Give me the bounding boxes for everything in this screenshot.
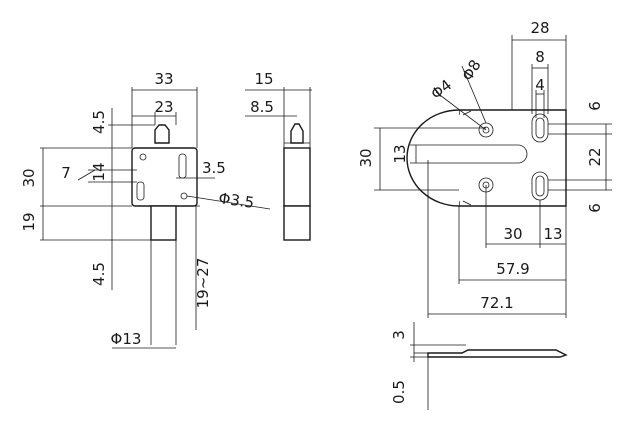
dim-plate-57-9: 57.9	[496, 260, 529, 278]
plate-profile: 3 0.5	[390, 322, 568, 410]
plate-rounded-edge	[406, 109, 460, 207]
side-body	[283, 147, 311, 207]
dim-front-inner-width: 23	[154, 98, 173, 116]
dim-plate-phi-8: Φ8	[458, 56, 485, 84]
dim-plate-8: 8	[535, 48, 545, 66]
plate-center-slot	[440, 144, 528, 164]
plate-slot-bottom-inner	[535, 175, 545, 197]
front-pin-tip	[154, 124, 170, 144]
front-view: 33 23 4.5 30 14 7 19 4.5 3.5 Φ3.5 19~27 …	[20, 70, 271, 349]
dim-front-phi-3-5: Φ3.5	[217, 189, 255, 212]
front-plunger	[150, 205, 177, 241]
dim-front-height: 30	[20, 168, 38, 187]
dim-plate-phi-4: Φ4	[427, 76, 455, 103]
dim-front-19: 19	[20, 212, 38, 231]
dim-front-phi-13: Φ13	[111, 330, 142, 348]
front-slot-left	[136, 181, 145, 201]
dim-plate-30: 30	[357, 148, 375, 167]
dim-profile-3: 3	[390, 330, 408, 340]
dim-plate-30-bottom: 30	[503, 225, 522, 243]
dim-front-stroke: 19~27	[194, 258, 212, 309]
plate-hole-top-inner	[482, 126, 490, 134]
dim-profile-0-5: 0.5	[390, 380, 408, 404]
dim-side-15: 15	[254, 70, 273, 88]
plate-view: 28 8 4 Φ8 Φ4 30 13 6 22 6 30 13 57.9 72.…	[357, 19, 612, 318]
dim-plate-13-bottom: 13	[543, 225, 562, 243]
side-view: 15 8.5	[245, 70, 312, 241]
profile-shape	[427, 349, 568, 358]
side-plunger	[283, 205, 311, 241]
dim-front-7: 7	[61, 164, 71, 182]
plate-slot-top-outer	[531, 113, 549, 143]
dim-plate-6-top: 6	[586, 101, 604, 111]
dim-plate-13-left: 13	[391, 144, 409, 163]
dim-front-4-5-top: 4.5	[90, 110, 108, 134]
dim-side-8-5: 8.5	[250, 98, 274, 116]
dim-plate-72-1: 72.1	[480, 294, 513, 312]
plate-slot-top-inner	[535, 117, 545, 139]
dim-plate-28: 28	[530, 19, 549, 37]
dim-front-3-5: 3.5	[202, 159, 226, 177]
front-hole-top	[139, 153, 147, 161]
dim-plate-6-bottom: 6	[586, 203, 604, 213]
dim-front-4-5-bottom: 4.5	[90, 262, 108, 286]
dim-plate-4: 4	[535, 76, 545, 94]
front-body	[131, 147, 198, 207]
dim-plate-22: 22	[586, 147, 604, 166]
dim-front-14: 14	[90, 162, 108, 181]
side-pin-tip	[290, 123, 304, 144]
dim-front-width: 33	[154, 70, 173, 88]
